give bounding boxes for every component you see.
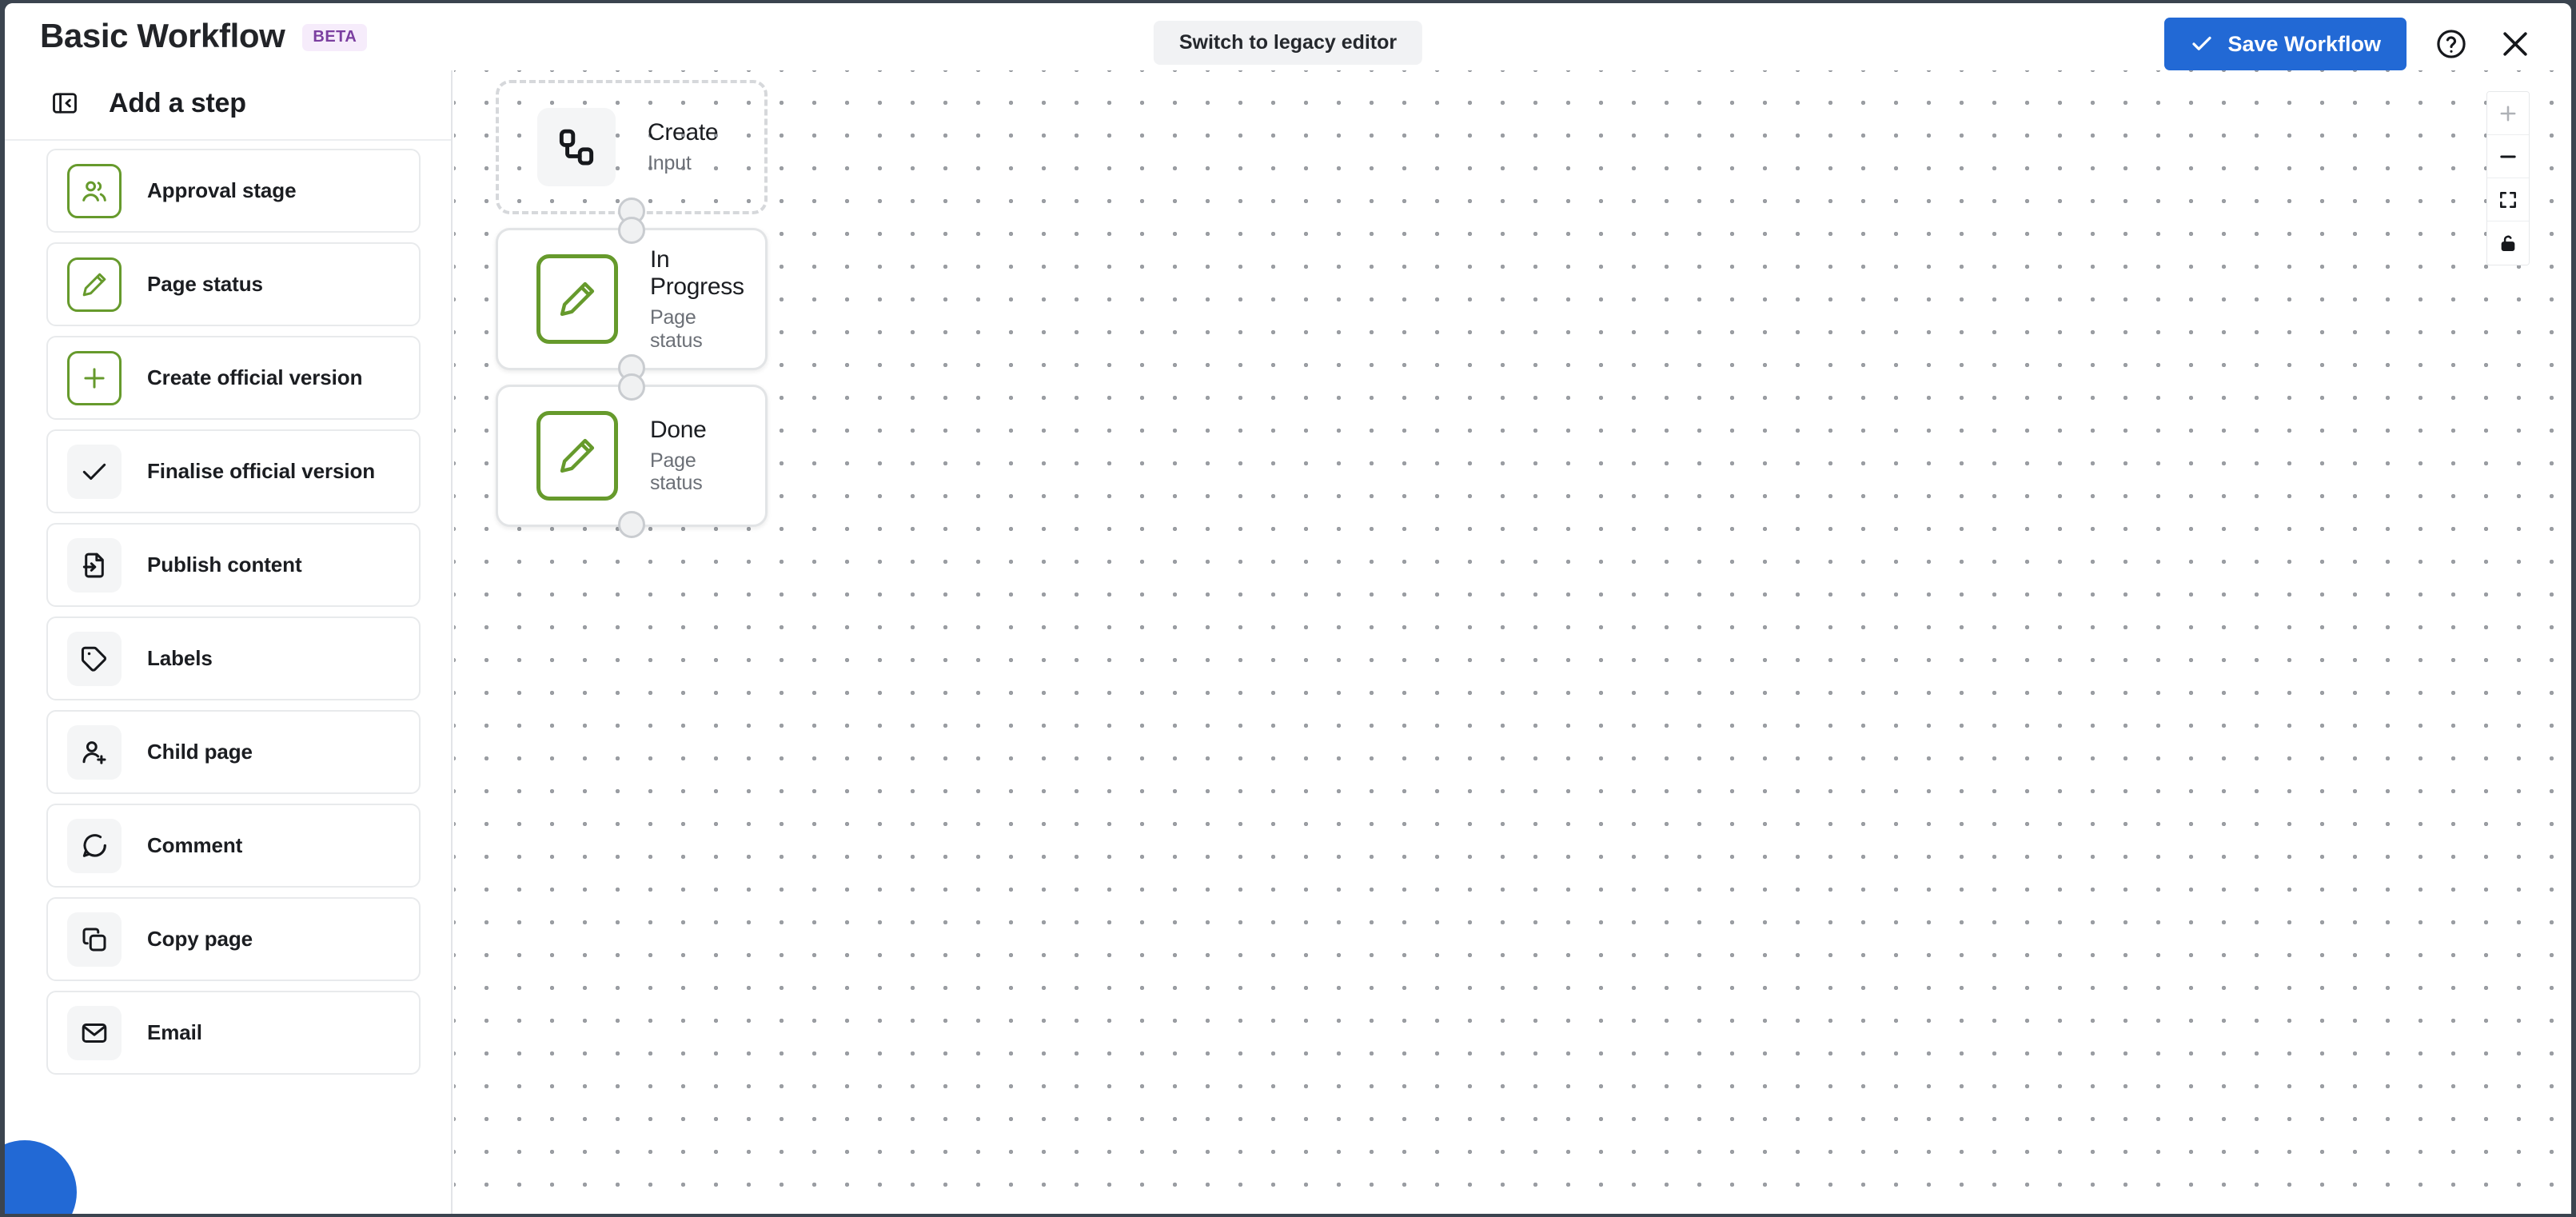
user-add-icon	[67, 724, 122, 780]
users-icon	[67, 163, 122, 218]
beta-badge: BETA	[302, 24, 368, 51]
sidebar-header: Add a step	[5, 70, 451, 141]
step-item-label: Comment	[147, 833, 243, 857]
node-handle-target[interactable]	[618, 373, 645, 401]
step-item-label: Publish content	[147, 553, 302, 577]
zoom-out-button[interactable]	[2487, 135, 2529, 178]
panel-collapse-icon[interactable]	[48, 86, 82, 120]
lock-button[interactable]	[2487, 221, 2529, 265]
step-item-finalise-official-version[interactable]: Finalise official version	[46, 429, 421, 513]
step-item-label: Page status	[147, 272, 263, 296]
node-subtitle: Input	[648, 151, 692, 174]
envelope-icon	[67, 1005, 122, 1060]
node-text-group: In Progress Page status	[650, 246, 744, 353]
step-item-comment[interactable]: Comment	[46, 804, 421, 888]
switch-to-legacy-editor-button[interactable]: Switch to legacy editor	[1153, 21, 1423, 65]
step-item-label: Email	[147, 1020, 202, 1044]
edge-create-to-inprogress	[617, 214, 644, 417]
copy-icon	[67, 912, 122, 967]
node-text-group: Done Page status	[650, 417, 727, 495]
help-circle-icon[interactable]	[2432, 25, 2470, 63]
step-item-email[interactable]: Email	[46, 991, 421, 1075]
workflow-canvas[interactable]: Create Input In Progress Page status	[454, 70, 2571, 1214]
fit-view-button[interactable]	[2487, 178, 2529, 221]
pencil-icon	[536, 254, 618, 344]
node-text-group: Create Input	[648, 119, 719, 174]
node-title: Create	[648, 119, 719, 146]
step-item-copy-page[interactable]: Copy page	[46, 897, 421, 981]
canvas-zoom-controls	[2486, 91, 2530, 265]
step-item-label: Child page	[147, 740, 253, 764]
workflow-node-create[interactable]: Create Input	[496, 80, 768, 225]
step-item-approval-stage[interactable]: Approval stage	[46, 149, 421, 233]
app-window: Basic Workflow BETA Switch to legacy edi…	[5, 3, 2571, 1214]
step-item-label: Copy page	[147, 927, 253, 951]
node-title: Done	[650, 417, 707, 443]
app-header: Basic Workflow BETA Switch to legacy edi…	[5, 3, 2571, 70]
workflow-node-done[interactable]: Done Page status	[496, 373, 768, 538]
node-subtitle: Page status	[650, 449, 703, 495]
check-icon	[67, 444, 122, 499]
step-item-label: Approval stage	[147, 178, 297, 202]
close-icon[interactable]	[2496, 25, 2534, 63]
step-item-page-status[interactable]: Page status	[46, 242, 421, 326]
node-subtitle: Page status	[650, 305, 703, 352]
node-title: In Progress	[650, 245, 744, 301]
step-item-label: Labels	[147, 646, 213, 670]
save-workflow-button[interactable]: Save Workflow	[2164, 18, 2407, 70]
file-export-icon	[67, 537, 122, 593]
step-item-labels[interactable]: Labels	[46, 616, 421, 700]
title-group: Basic Workflow BETA	[40, 14, 368, 58]
step-item-create-official-version[interactable]: Create official version	[46, 336, 421, 420]
pencil-icon	[67, 257, 122, 312]
save-workflow-label: Save Workflow	[2227, 31, 2381, 56]
page-title: Basic Workflow	[40, 17, 285, 54]
step-item-label: Create official version	[147, 365, 363, 389]
pencil-icon	[536, 411, 618, 501]
check-icon	[2190, 32, 2214, 56]
workflow-node-in-progress[interactable]: In Progress Page status	[496, 217, 768, 381]
step-item-child-page[interactable]: Child page	[46, 710, 421, 794]
comment-icon	[67, 818, 122, 873]
plus-icon	[67, 350, 122, 405]
header-actions: Save Workflow	[2164, 18, 2534, 70]
tag-icon	[67, 631, 122, 686]
step-item-label: Finalise official version	[147, 459, 376, 483]
workflow-nodes-icon	[537, 108, 616, 186]
sidebar-title: Add a step	[109, 87, 246, 118]
step-item-publish-content[interactable]: Publish content	[46, 523, 421, 607]
node-handle-target[interactable]	[618, 217, 645, 244]
zoom-in-button[interactable]	[2487, 92, 2529, 135]
node-handle-source[interactable]	[618, 511, 645, 538]
